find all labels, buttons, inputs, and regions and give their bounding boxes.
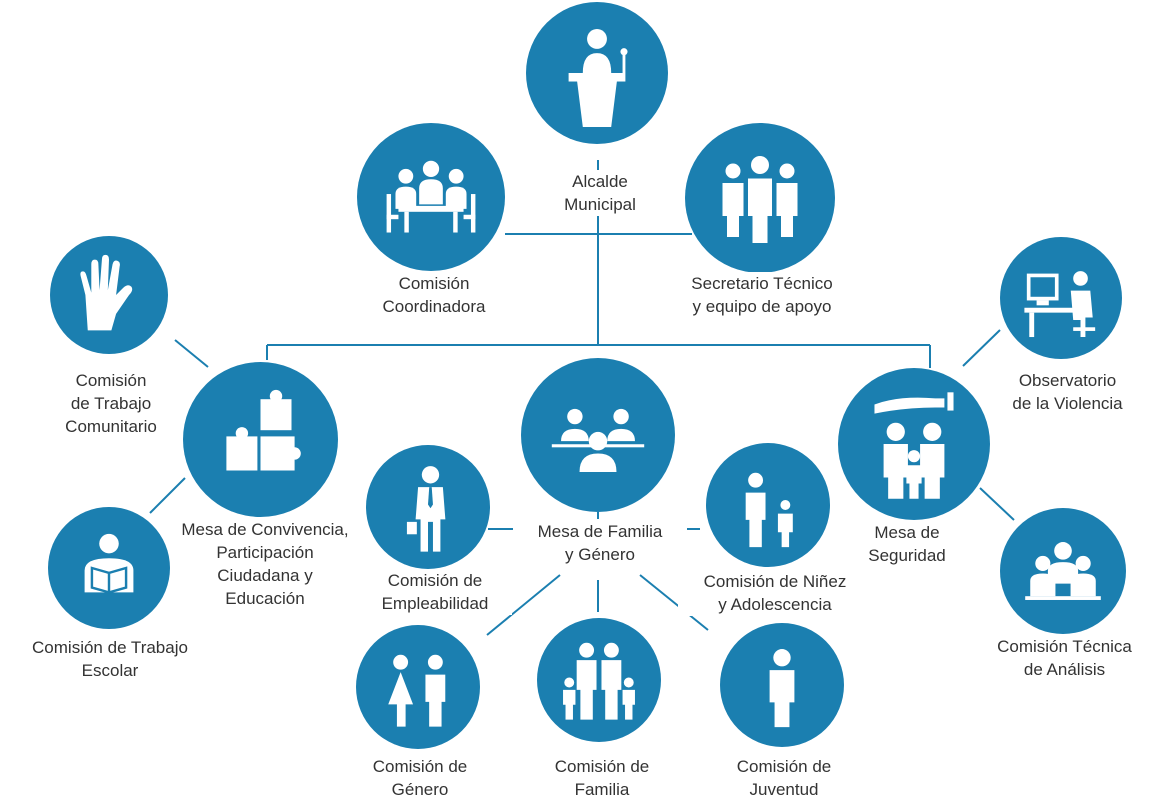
juventud-node [720, 623, 844, 747]
connector [979, 487, 1015, 521]
team-group-icon [722, 156, 798, 243]
mesa-convivencia-node [183, 362, 338, 517]
woman-man-icon [388, 654, 446, 727]
businessman-icon [406, 466, 446, 552]
people-meeting-icon [551, 408, 645, 472]
ninez-node [706, 443, 830, 567]
connector [486, 574, 561, 636]
tecnica-analisis-node [1000, 508, 1126, 634]
podium-speaker-icon [568, 28, 628, 127]
trabajo-comunitario-node [50, 236, 168, 354]
analysts-group-icon [1025, 542, 1101, 600]
observatorio-node [1000, 237, 1122, 359]
reader-book-icon [84, 533, 134, 594]
puzzle-icon [226, 389, 301, 471]
mesa-familia-node [521, 358, 675, 512]
protected-family-icon [874, 392, 954, 499]
connector [639, 574, 709, 631]
alcalde-node [526, 2, 668, 144]
empleabilidad-node [366, 445, 490, 569]
connector [174, 339, 209, 368]
familia-node [537, 618, 661, 742]
young-person-icon [769, 649, 795, 728]
genero-node [356, 625, 480, 749]
connector [962, 329, 1001, 367]
trabajo-escolar-node [48, 507, 170, 629]
mesa-seguridad-node [838, 368, 990, 520]
adult-child-icon [745, 472, 793, 548]
helping-hands-icon [80, 254, 133, 331]
family-icon [563, 642, 635, 720]
secretario-node [685, 123, 835, 273]
comision-coordinadora-node [357, 123, 505, 271]
meeting-table-icon [386, 160, 476, 233]
computer-operator-icon [1024, 271, 1096, 338]
connector [149, 477, 186, 514]
